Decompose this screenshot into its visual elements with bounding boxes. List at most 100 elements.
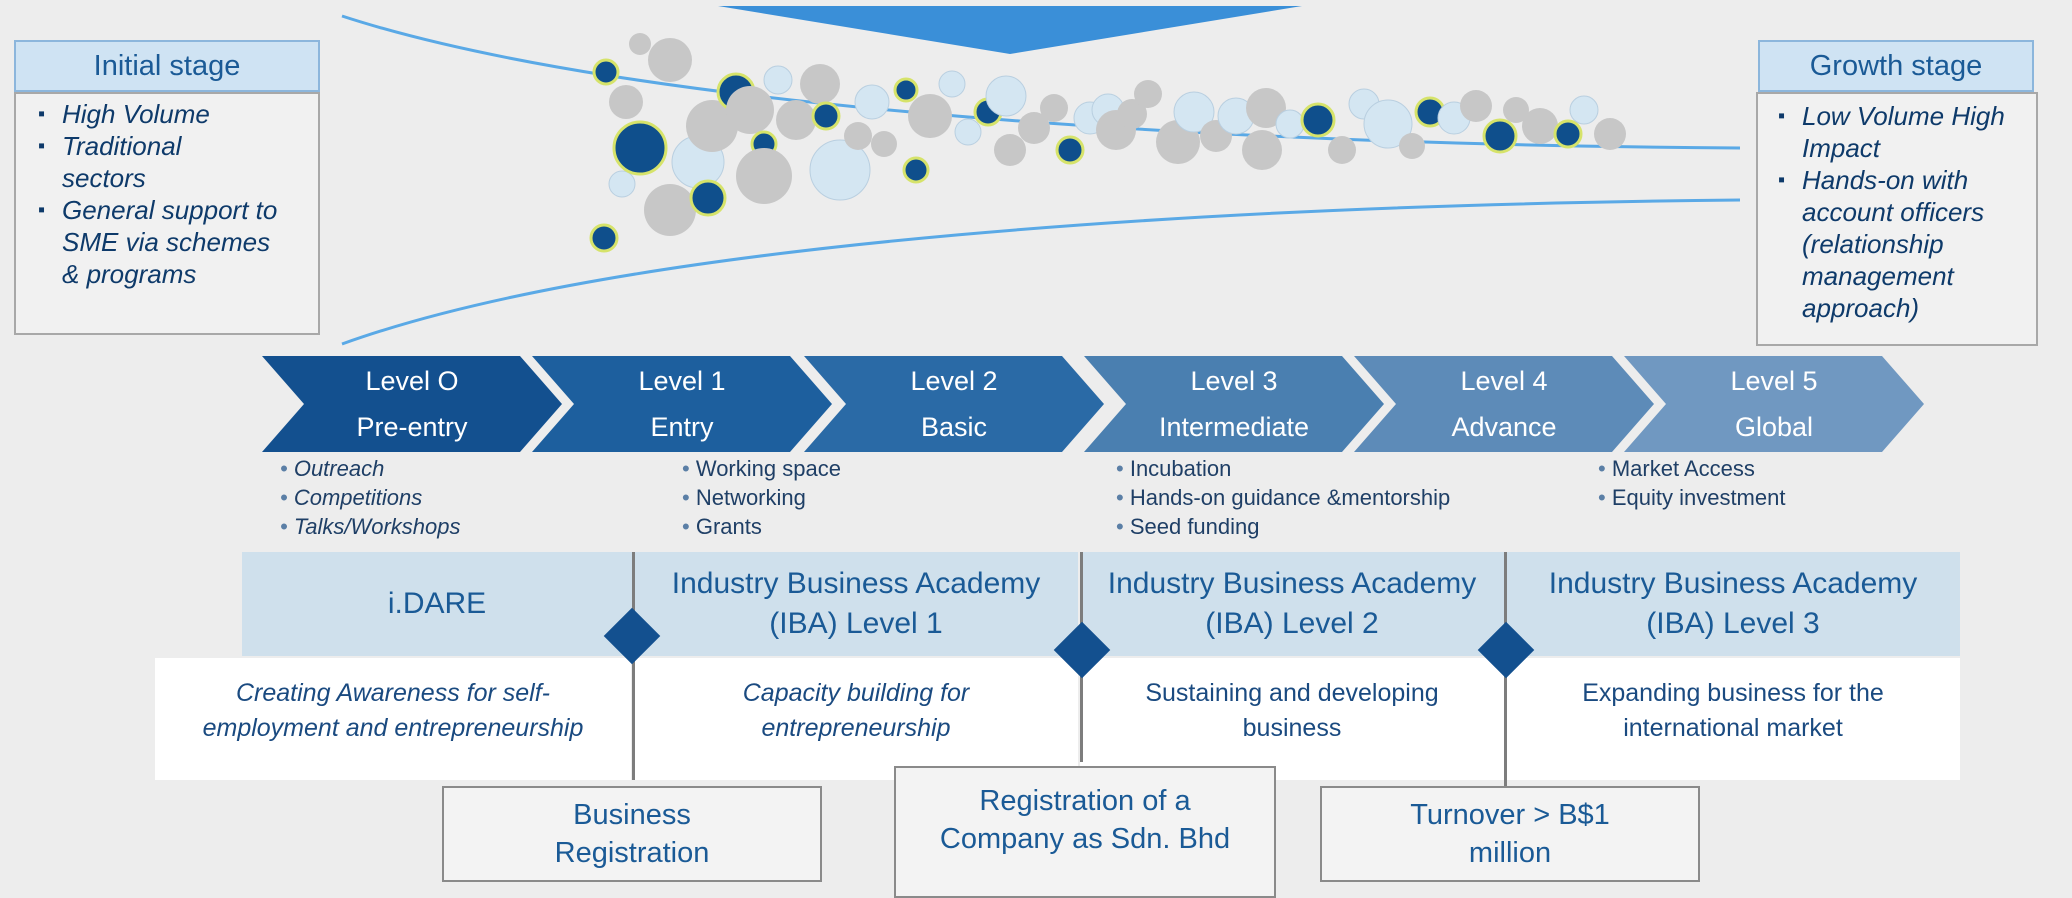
funnel-bubble bbox=[1117, 99, 1147, 129]
activity-item: Seed funding bbox=[1116, 512, 1450, 541]
level-2-chevron: Level 2 Basic bbox=[804, 356, 1104, 452]
activity-item: Talks/Workshops bbox=[280, 512, 461, 541]
funnel-bubble bbox=[1363, 99, 1413, 149]
funnel-bubble bbox=[994, 134, 1026, 166]
funnel-bubble bbox=[736, 148, 792, 204]
level-0-name: Pre-entry bbox=[356, 412, 468, 442]
funnel-bubble bbox=[844, 122, 872, 150]
funnel-bubble bbox=[763, 65, 793, 95]
level-5-number: Level 5 bbox=[1730, 366, 1818, 396]
growth-stage-title: Growth stage bbox=[1809, 49, 1983, 82]
level-0-chevron: Level O Pre-entry bbox=[262, 356, 562, 452]
program-description: Sustaining and developing business bbox=[1145, 679, 1439, 742]
program-name: Industry Business Academy (IBA) Level 1 bbox=[671, 567, 1041, 640]
growth-stage-bullet: Low Volume High Impact bbox=[1774, 100, 2024, 164]
level-1-name: Entry bbox=[650, 412, 714, 442]
funnel-bubble bbox=[1594, 118, 1626, 150]
funnel-bubble bbox=[1018, 112, 1050, 144]
funnel-bottom-edge bbox=[341, 198, 1741, 346]
funnel-bubble bbox=[1522, 108, 1558, 144]
level-1-activities: Working space Networking Grants bbox=[682, 454, 841, 541]
activity-item: Hands-on guidance &mentorship bbox=[1116, 483, 1450, 512]
growth-stage-bullets: Low Volume High Impact Hands-on with acc… bbox=[1774, 100, 2030, 324]
activity-item: Equity investment bbox=[1598, 483, 1786, 512]
funnel-bubble bbox=[1275, 109, 1305, 139]
level-3-name: Intermediate bbox=[1158, 412, 1310, 442]
funnel-bubble bbox=[612, 120, 668, 176]
program-description: Expanding business for the international… bbox=[1582, 679, 1884, 742]
funnel-bubble bbox=[1055, 135, 1085, 165]
funnel-bubble bbox=[644, 184, 696, 236]
activity-item: Outreach bbox=[280, 454, 461, 483]
program-name: Industry Business Academy (IBA) Level 2 bbox=[1107, 567, 1477, 640]
funnel-bubble bbox=[1300, 102, 1336, 138]
activity-item: Market Access bbox=[1598, 454, 1785, 483]
funnel-bubble bbox=[609, 85, 643, 119]
program-name: i.DARE bbox=[387, 587, 487, 620]
level-3-chevron: Level 3 Intermediate bbox=[1084, 356, 1384, 452]
level-4-number: Level 4 bbox=[1460, 366, 1548, 396]
level-4-chevron: Level 4 Advance bbox=[1354, 356, 1654, 452]
initial-stage-bullet: Traditional sectors bbox=[34, 130, 234, 194]
funnel-bubble bbox=[592, 58, 620, 86]
funnel-bubble bbox=[954, 118, 982, 146]
initial-stage-bullet: General support to SME via schemes & pro… bbox=[34, 194, 284, 290]
milestone-label: Business Registration bbox=[554, 799, 710, 869]
level-3-activities: Incubation Hands-on guidance &mentorship… bbox=[1116, 454, 1450, 541]
level-0-number: Level O bbox=[365, 366, 459, 396]
funnel-bubble bbox=[1460, 90, 1492, 122]
level-5-name: Global bbox=[1734, 412, 1814, 442]
milestone-turnover: Turnover > B$1 million bbox=[1320, 786, 1700, 882]
milestone-label: Turnover > B$1 million bbox=[1410, 799, 1610, 869]
program-description: Creating Awareness for self-employment a… bbox=[202, 679, 584, 742]
initial-stage-bullet: High Volume bbox=[34, 98, 294, 130]
level-0-activities: Outreach Competitions Talks/Workshops bbox=[280, 454, 461, 541]
funnel-bubble bbox=[902, 156, 930, 184]
funnel-bubble bbox=[589, 223, 619, 253]
program-iba-3-description: Expanding business for the international… bbox=[1506, 658, 1960, 780]
funnel-bubble bbox=[1134, 80, 1162, 108]
growth-stage-header: Growth stage bbox=[1758, 40, 2034, 92]
program-iba-2-description: Sustaining and developing business bbox=[1080, 658, 1504, 780]
funnel-bubble bbox=[689, 179, 727, 217]
level-5-chevron: Level 5 Global bbox=[1624, 356, 1924, 452]
initial-stage-title: Initial stage bbox=[93, 49, 241, 82]
funnel-bubble bbox=[1399, 133, 1425, 159]
program-idare: i.DARE bbox=[242, 552, 632, 656]
level-4-name: Advance bbox=[1451, 412, 1557, 442]
funnel-bubble bbox=[1173, 91, 1215, 133]
funnel-bubble bbox=[809, 139, 871, 201]
program-description: Capacity building for entrepreneurship bbox=[742, 679, 970, 742]
program-iba-1-description: Capacity building for entrepreneurship bbox=[634, 658, 1078, 780]
initial-stage-bullets: High Volume Traditional sectors General … bbox=[34, 98, 310, 290]
program-iba-level-3: Industry Business Academy (IBA) Level 3 bbox=[1506, 552, 1960, 656]
level-3-number: Level 3 bbox=[1190, 366, 1278, 396]
funnel-bubble bbox=[1503, 97, 1529, 123]
level-2-number: Level 2 bbox=[910, 366, 998, 396]
level-1-number: Level 1 bbox=[638, 366, 726, 396]
level-5-activities: Market Access Equity investment bbox=[1598, 454, 1786, 512]
initial-stage-body: High Volume Traditional sectors General … bbox=[14, 92, 320, 335]
program-iba-level-2: Industry Business Academy (IBA) Level 2 bbox=[1080, 552, 1504, 656]
activity-item: Competitions bbox=[280, 483, 461, 512]
funnel-bubble bbox=[776, 100, 816, 140]
funnel-bubble bbox=[1242, 130, 1282, 170]
funnel-bubble bbox=[811, 101, 841, 131]
funnel-bubble bbox=[1328, 136, 1356, 164]
initial-stage-header: Initial stage bbox=[14, 40, 320, 92]
funnel-bubble bbox=[1246, 88, 1286, 128]
funnel-bubble bbox=[938, 70, 966, 98]
funnel-bubble bbox=[1482, 118, 1518, 154]
milestone-label: Registration of a Company as Sdn. Bhd bbox=[939, 785, 1231, 855]
funnel-bubble bbox=[1569, 95, 1599, 125]
funnel-bubble bbox=[1040, 94, 1068, 122]
growth-stage-bullet: Hands-on with account officers (relation… bbox=[1774, 164, 2004, 324]
activity-item: Working space bbox=[682, 454, 841, 483]
growth-stage-body: Low Volume High Impact Hands-on with acc… bbox=[1756, 92, 2038, 346]
funnel-bubble bbox=[608, 170, 636, 198]
funnel-bubble bbox=[893, 77, 919, 103]
funnel-bubble bbox=[908, 94, 952, 138]
connector-line bbox=[632, 552, 635, 780]
level-1-chevron: Level 1 Entry bbox=[532, 356, 832, 452]
funnel-bubble bbox=[985, 75, 1027, 117]
